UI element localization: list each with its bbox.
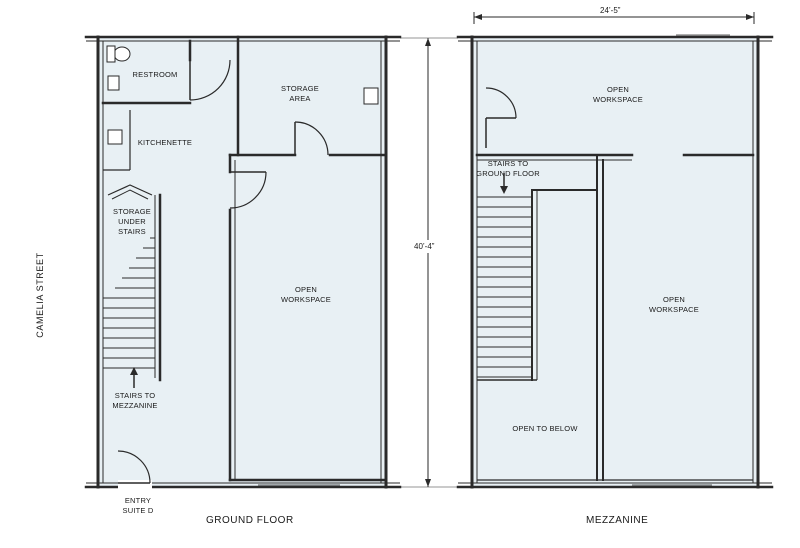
entry-label-line2: SUITE D — [122, 506, 154, 515]
restroom-sink — [107, 75, 120, 91]
storage-sink — [363, 87, 379, 105]
entry-label-line1: ENTRY — [124, 496, 152, 505]
entry-door-swing — [117, 450, 151, 484]
ground-floor-fill — [98, 38, 386, 486]
storage-area-label-line2: AREA — [289, 94, 311, 103]
height-dim-arrow-bottom — [425, 479, 431, 487]
mezzanine-plan — [456, 34, 774, 489]
storage-under-stairs-label-line1: STORAGE — [113, 207, 151, 216]
toilet — [113, 46, 131, 62]
width-dim-arrow-right — [746, 14, 754, 20]
storage-peak — [107, 184, 153, 196]
height-dim-arrow-top — [425, 38, 431, 46]
stair-arrow-head — [130, 367, 138, 375]
stairs-to-mezzanine-label-line2: MEZZANINE — [112, 401, 158, 410]
mezz-open-workspace-top-line1: OPEN — [606, 85, 630, 94]
street-name-label: CAMELIA STREET — [35, 252, 45, 338]
ground-floor-plan — [84, 35, 402, 490]
mezz-door-swing — [485, 87, 517, 119]
mezz-floor-fill — [472, 38, 758, 486]
kitchenette-sink — [107, 129, 123, 145]
dimension-lines — [400, 12, 755, 488]
storage-under-stairs-label-line3: STAIRS — [118, 227, 146, 236]
storage-peak-inner — [111, 189, 149, 200]
restroom-label: RESTROOM — [132, 70, 178, 79]
stairs-to-ground-label-line2: GROUND FLOOR — [476, 169, 540, 178]
entry-opening — [118, 480, 152, 490]
restroom-door-swing — [189, 59, 231, 101]
mezz-open-workspace-top-line2: WORKSPACE — [592, 95, 643, 104]
storage-area-label-line1: STORAGE — [281, 84, 319, 93]
storage-door-swing — [294, 121, 329, 156]
ground-open-workspace-label-line1: OPEN — [294, 285, 318, 294]
mezzanine-title: MEZZANINE — [586, 515, 649, 526]
height-dimension-label: 40’-4” — [414, 240, 435, 253]
mezz-open-workspace-right-line2: WORKSPACE — [648, 305, 699, 314]
workspace-door-swing — [229, 171, 267, 209]
toilet-tank — [106, 45, 116, 63]
width-dimension-label: 24’-5” — [597, 6, 624, 15]
stairs-to-ground-label-line1: STAIRS TO — [487, 159, 529, 168]
mezz-open-workspace-right-line1: OPEN — [662, 295, 686, 304]
mezz-arrow-head — [500, 186, 508, 194]
stairs-to-mezzanine-label-line1: STAIRS TO — [114, 391, 156, 400]
open-to-below-label: OPEN TO BELOW — [512, 424, 578, 433]
width-dim-arrow-left — [474, 14, 482, 20]
ground-floor-title: GROUND FLOOR — [206, 515, 294, 526]
storage-under-stairs-label-line2: UNDER — [118, 217, 146, 226]
ground-open-workspace-label-line2: WORKSPACE — [280, 295, 331, 304]
kitchenette-label: KITCHENETTE — [137, 138, 193, 147]
